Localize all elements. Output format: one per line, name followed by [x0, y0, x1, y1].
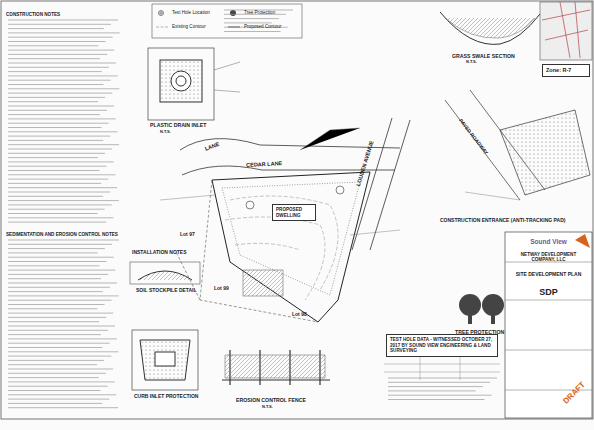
legend-text: Tree Protection — [244, 10, 275, 15]
plan-box: TEST HOLE DATA - WITNESSED OCTOBER 27, 2… — [386, 334, 498, 357]
plan-label: GRASS SWALE SECTION — [452, 54, 515, 60]
plan-label: CONSTRUCTION NOTES — [6, 12, 60, 17]
legend-text: Test Hole Location — [172, 10, 210, 15]
plan-label: CURB INLET PROTECTION — [134, 394, 198, 400]
box-text: SITE DEVELOPMENT PLAN — [510, 271, 587, 277]
plan-label: Lot 99 — [214, 286, 229, 292]
plan-label: SEDIMENTATION AND EROSION CONTROL NOTES — [6, 232, 118, 237]
box-text: Zone: R-7 — [546, 67, 586, 74]
plan-label: LANE — [204, 141, 220, 152]
plan-box: Zone: R-7 — [542, 64, 590, 77]
plan-label: N.T.S. — [466, 60, 477, 64]
plan-label: CEDAR LANE — [246, 160, 282, 168]
plan-label: PLASTIC DRAIN INLET — [150, 123, 207, 129]
legend-text: Existing Contour — [172, 24, 206, 29]
plan-label: N.T.S. — [160, 130, 171, 134]
plan-label: EROSION CONTROL FENCE — [236, 398, 306, 404]
plan-box: PROPOSED DWELLING — [272, 204, 316, 221]
plan-label: INSTALLATION NOTES — [132, 250, 187, 256]
box-text: NETWAY DEVELOPMENT COMPANY, LLC — [510, 252, 587, 263]
plan-label: Lot 97 — [180, 232, 195, 238]
plan-label: N.T.S. — [262, 405, 273, 409]
box-text: Sound View — [510, 238, 587, 246]
plan-label: SOIL STOCKPILE DETAIL — [136, 288, 197, 294]
plan-box: Sound ViewNETWAY DEVELOPMENT COMPANY, LL… — [507, 236, 590, 300]
box-text: PROPOSED DWELLING — [276, 207, 312, 218]
box-text: SDP — [510, 287, 587, 298]
plan-label: CONSTRUCTION ENTRANCE (ANTI-TRACKING PAD… — [440, 218, 565, 224]
legend-text: Proposed Contour — [244, 24, 281, 29]
box-text: TEST HOLE DATA - WITNESSED OCTOBER 27, 2… — [390, 337, 494, 354]
plan-label: Lot 98 — [292, 312, 307, 318]
plan-label: PAVED ROADWAY — [458, 118, 489, 156]
